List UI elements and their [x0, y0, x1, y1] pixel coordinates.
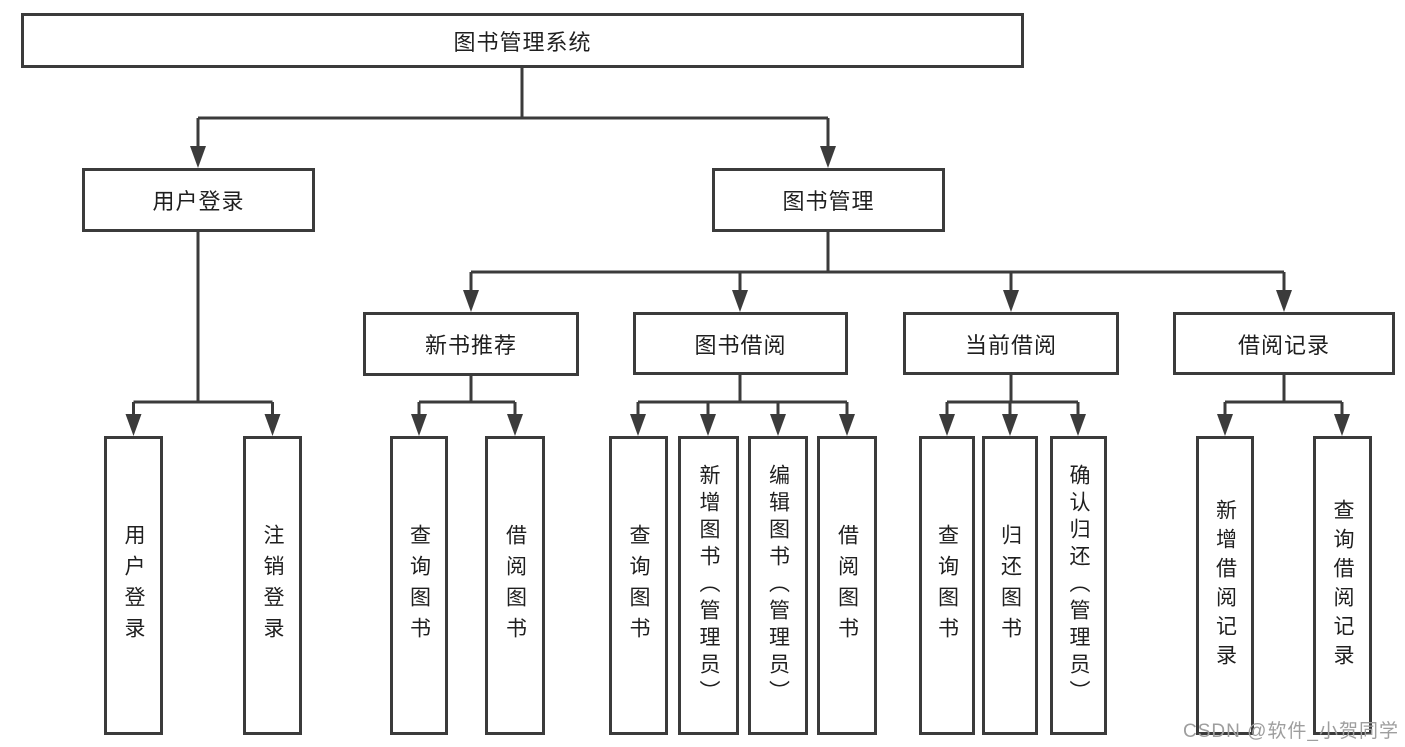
node-book-management: 图书管理 — [712, 168, 945, 232]
leaf-confirm-return-admin: 确认归还（管理员） — [1050, 436, 1107, 735]
leaf-borrow-books-1: 借阅图书 — [485, 436, 545, 735]
leaf-add-borrow-record: 新增借阅记录 — [1196, 436, 1254, 735]
leaf-edit-books-admin: 编辑图书（管理员） — [748, 436, 808, 735]
csdn-watermark: CSDN @软件_小贺同学 — [1183, 721, 1399, 742]
node-library-management-system: 图书管理系统 — [21, 13, 1024, 68]
leaf-add-books-admin: 新增图书（管理员） — [678, 436, 739, 735]
node-user-login: 用户登录 — [82, 168, 315, 232]
leaf-query-books-2: 查询图书 — [609, 436, 668, 735]
leaf-return-books: 归还图书 — [982, 436, 1038, 735]
node-new-book-recommend: 新书推荐 — [363, 312, 579, 376]
leaf-borrow-books-2: 借阅图书 — [817, 436, 877, 735]
leaf-logout: 注销登录 — [243, 436, 302, 735]
node-current-borrowing: 当前借阅 — [903, 312, 1119, 375]
leaf-query-books-3: 查询图书 — [919, 436, 975, 735]
leaf-query-books-1: 查询图书 — [390, 436, 448, 735]
connector-path — [132, 68, 1344, 418]
arrowheads — [125, 146, 1350, 436]
node-book-borrowing: 图书借阅 — [633, 312, 848, 375]
leaf-user-login: 用户登录 — [104, 436, 163, 735]
leaf-query-borrow-record: 查询借阅记录 — [1313, 436, 1372, 735]
node-borrow-records: 借阅记录 — [1173, 312, 1395, 375]
